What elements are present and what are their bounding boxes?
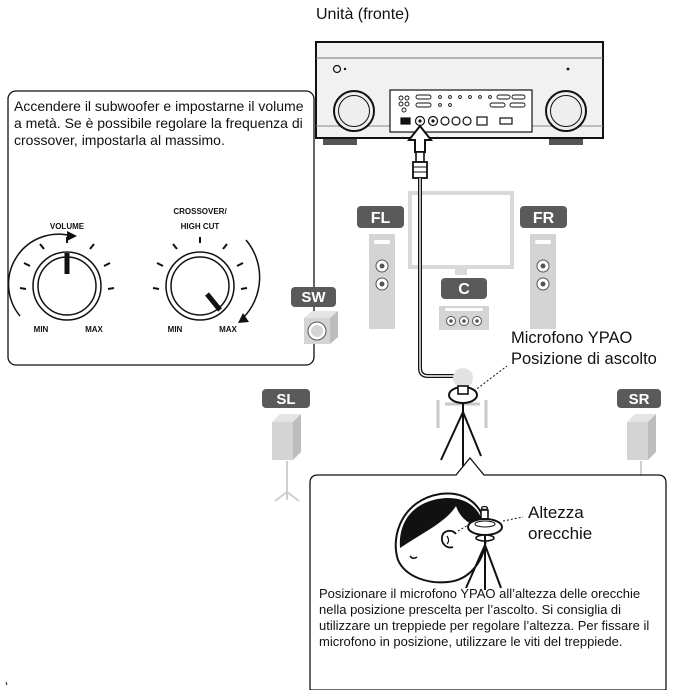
microphone-position-label: Microfono YPAO Posizione di ascolto xyxy=(511,328,657,370)
microphone-label-line1: Microfono YPAO xyxy=(511,329,633,347)
volume-knob-min: MIN xyxy=(34,325,49,334)
volume-knob-max: MAX xyxy=(85,325,103,334)
speaker-surround-left: SL xyxy=(262,389,310,502)
badge-sl xyxy=(262,389,310,408)
microphone-label-line2: Posizione di ascolto xyxy=(511,350,657,368)
placement-note-box xyxy=(309,456,667,690)
power-icon xyxy=(332,64,342,74)
badge-fr xyxy=(520,206,567,228)
volume-knob: VOLUME MIN MAX xyxy=(7,222,115,334)
ear-height-label-line1: Altezza xyxy=(528,503,584,522)
ypao-microphone xyxy=(440,368,482,470)
subwoofer-instruction-text: Accendere il subwoofer e impostarne il v… xyxy=(14,98,304,148)
unit-front-label: Unità (fronte) xyxy=(316,6,410,23)
placement-instruction-text: Posizionare il microfono YPAO all’altezz… xyxy=(319,586,650,649)
crossover-knob-title-1: CROSSOVER/ xyxy=(173,207,227,216)
badge-c-text: C xyxy=(458,281,470,298)
speaker-front-left: FL xyxy=(357,206,404,329)
badge-sw-text: SW xyxy=(301,289,326,306)
crossover-knob-title-2: HIGH CUT xyxy=(181,222,220,231)
volume-knob-title: VOLUME xyxy=(50,222,85,231)
mic-on-tripod-detail xyxy=(465,505,503,590)
badge-sr xyxy=(617,389,661,408)
mic-leader-line xyxy=(473,365,508,392)
badge-fl-text: FL xyxy=(371,210,391,227)
speaker-front-right: FR xyxy=(520,206,567,329)
badge-sr-text: SR xyxy=(629,391,650,408)
badge-sw xyxy=(291,287,336,307)
ear-height-label: Altezza orecchie xyxy=(528,502,592,544)
crossover-knob: CROSSOVER/ HIGH CUT MIN MAX xyxy=(152,207,261,334)
mic-plug xyxy=(406,124,434,179)
tv-screen xyxy=(408,191,514,275)
ear-height-label-line2: orecchie xyxy=(528,524,593,543)
av-receiver xyxy=(315,41,604,145)
listener-face-illustration xyxy=(394,492,488,584)
badge-sl-text: SL xyxy=(276,391,295,408)
speaker-surround-right: SR xyxy=(617,389,661,502)
badge-fl xyxy=(357,206,404,228)
crossover-knob-max: MAX xyxy=(219,325,237,334)
crossover-knob-min: MIN xyxy=(168,325,183,334)
speaker-center: C xyxy=(439,278,489,330)
badge-fr-text: FR xyxy=(533,210,555,227)
speaker-subwoofer: SW xyxy=(291,287,338,344)
badge-c xyxy=(441,278,487,299)
